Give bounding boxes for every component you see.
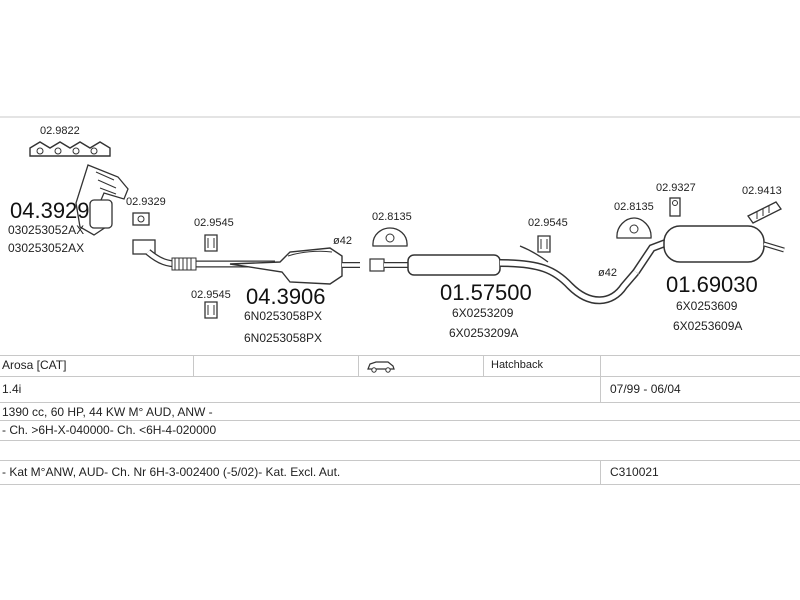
part-number-clamp-a: 02.9545 (194, 217, 234, 229)
ref-number-manifold-2: 030253052AX (8, 241, 84, 255)
car-icon (366, 359, 396, 376)
part-number-hanger: 02.9327 (656, 182, 696, 194)
rear-silencer-part[interactable] (632, 225, 785, 275)
part-number-mount-ring-a: 02.8135 (372, 211, 412, 223)
part-number-manifold-gasket: 02.9822 (40, 125, 80, 137)
part-number-bracket: 02.9413 (742, 185, 782, 197)
front-pipe-part[interactable] (132, 239, 275, 271)
diameter-label-a: ø42 (333, 235, 352, 247)
part-number-catalyst: 04.3906 (246, 284, 326, 309)
ref-number-manifold-1: 030253052AX (8, 223, 84, 237)
catalog-code: C310021 (610, 465, 659, 479)
rear-bracket-part[interactable] (747, 201, 782, 224)
rear-hanger-part[interactable] (669, 197, 681, 217)
model-name: Arosa [CAT] (2, 358, 67, 372)
part-number-manifold: 04.3929 (10, 198, 90, 223)
table-divider (0, 420, 800, 421)
table-column-divider (358, 355, 359, 376)
mounting-ring-part-b[interactable] (616, 217, 652, 239)
table-divider (0, 402, 800, 403)
engine-spec: 1390 cc, 60 HP, 44 KW M° AUD, ANW - (2, 405, 213, 419)
engine-label: 1.4i (2, 382, 22, 396)
body-type: Hatchback (491, 359, 543, 371)
clamp-part-b[interactable] (204, 301, 218, 319)
ref-number-catalyst-1: 6N0253058PX (244, 309, 322, 323)
diameter-label-b: ø42 (598, 267, 617, 279)
part-number-clamp-b: 02.9545 (191, 289, 231, 301)
table-divider (0, 355, 800, 356)
table-column-divider (483, 355, 484, 376)
ref-number-middle-1: 6X0253209 (452, 306, 514, 320)
clamp-part-c[interactable] (537, 235, 551, 253)
catalytic-converter-part[interactable] (229, 247, 360, 285)
table-column-divider (600, 355, 601, 376)
part-number-flange-gasket: 02.9329 (126, 196, 166, 208)
table-divider (0, 484, 800, 485)
part-number-clamp-c: 02.9545 (528, 217, 568, 229)
table-column-divider (193, 355, 194, 376)
production-years: 07/99 - 06/04 (610, 382, 681, 396)
chassis-range: - Ch. >6H-X-040000- Ch. <6H-4-020000 (2, 423, 217, 437)
part-number-mount-ring-b: 02.8135 (614, 201, 654, 213)
ref-number-rear-2: 6X0253609A (673, 319, 742, 333)
part-number-middle-silencer: 01.57500 (440, 280, 532, 305)
table-column-divider (600, 460, 601, 484)
part-number-rear-silencer: 01.69030 (666, 272, 758, 297)
fitment-note: - Kat M°ANW, AUD- Ch. Nr 6H-3-002400 (-5… (2, 465, 341, 479)
manifold-gasket-part[interactable] (29, 141, 111, 157)
ref-number-middle-2: 6X0253209A (449, 326, 518, 340)
table-divider (0, 440, 800, 441)
table-divider (0, 460, 800, 461)
table-column-divider (600, 376, 601, 402)
exhaust-manifold-part[interactable] (75, 164, 129, 236)
middle-silencer-part[interactable] (369, 245, 640, 305)
flange-gasket-part[interactable] (132, 212, 150, 226)
clamp-part-a[interactable] (204, 234, 218, 252)
ref-number-catalyst-2: 6N0253058PX (244, 331, 322, 345)
mounting-ring-part-a[interactable] (372, 227, 408, 247)
ref-number-rear-1: 6X0253609 (676, 299, 738, 313)
table-divider (0, 376, 800, 377)
